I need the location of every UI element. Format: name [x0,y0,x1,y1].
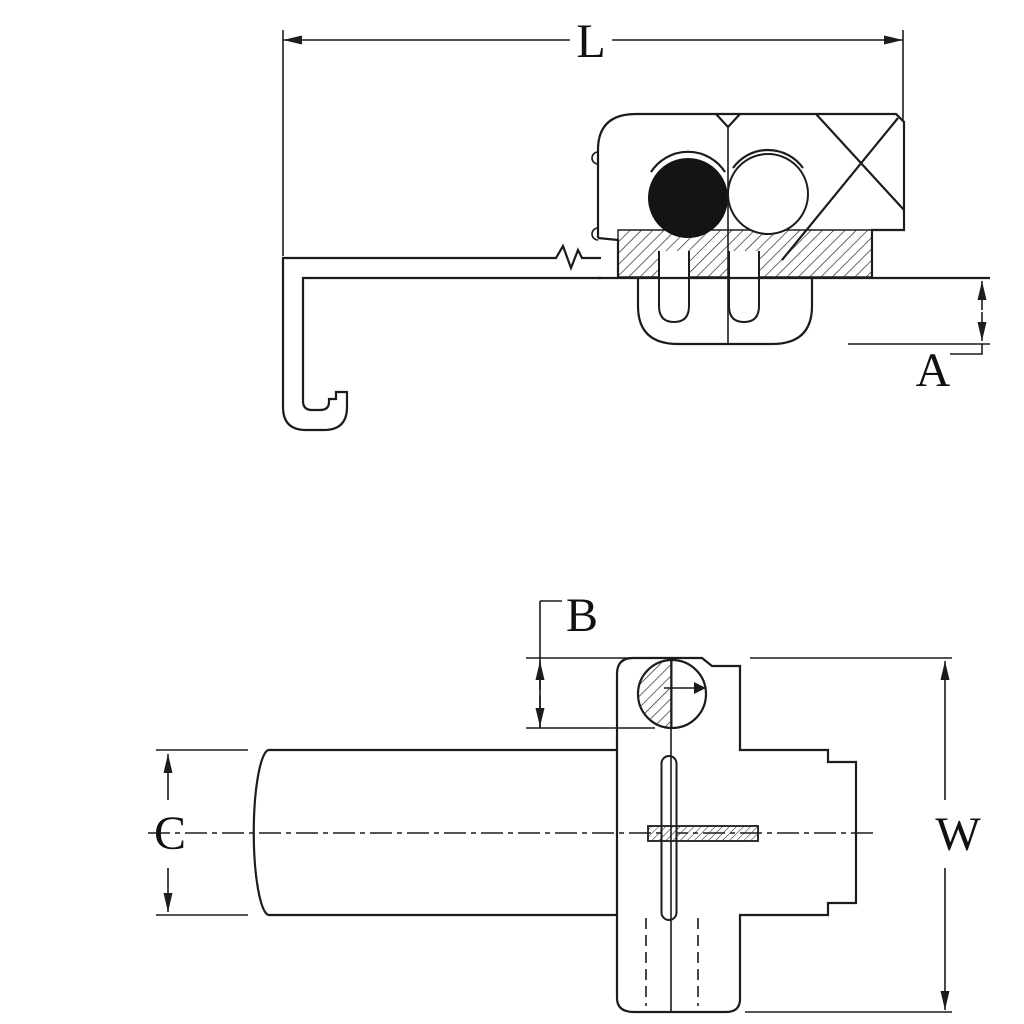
prong-slot-left [658,251,690,324]
prong-slot-right [728,251,760,324]
bore-arrow-head [694,682,706,694]
hook-arm-outline [281,243,601,432]
dimension-L: L [282,15,904,256]
jaw-arc-left [650,150,726,173]
clamp-left-edge-bumps [591,151,599,241]
split-notch [715,113,741,129]
dimension-label-B: B [566,589,598,642]
bore-hatched-half [637,659,673,729]
dimension-label-C: C [154,807,186,860]
dimension-label-W: W [935,808,981,861]
dimension-A: A [848,281,990,397]
body-outline [615,656,858,1014]
rod [252,748,617,917]
jaw-arc-right [732,148,804,169]
side-view: L A [281,15,990,432]
dimension-C: C [154,749,248,916]
dimension-label-L: L [576,15,605,68]
dimension-W: W [745,657,981,1013]
dimension-label-A: A [916,344,951,397]
pivot-barrel-circle [727,153,809,235]
plan-view: B C W [148,589,981,1014]
rod-end-arc [252,749,269,916]
wedge-diagonal-2 [815,113,905,211]
dimension-B: B [526,589,655,729]
retaining-cap [636,277,814,346]
rubber-insert-circle [648,158,728,238]
cross-pin [647,825,759,842]
